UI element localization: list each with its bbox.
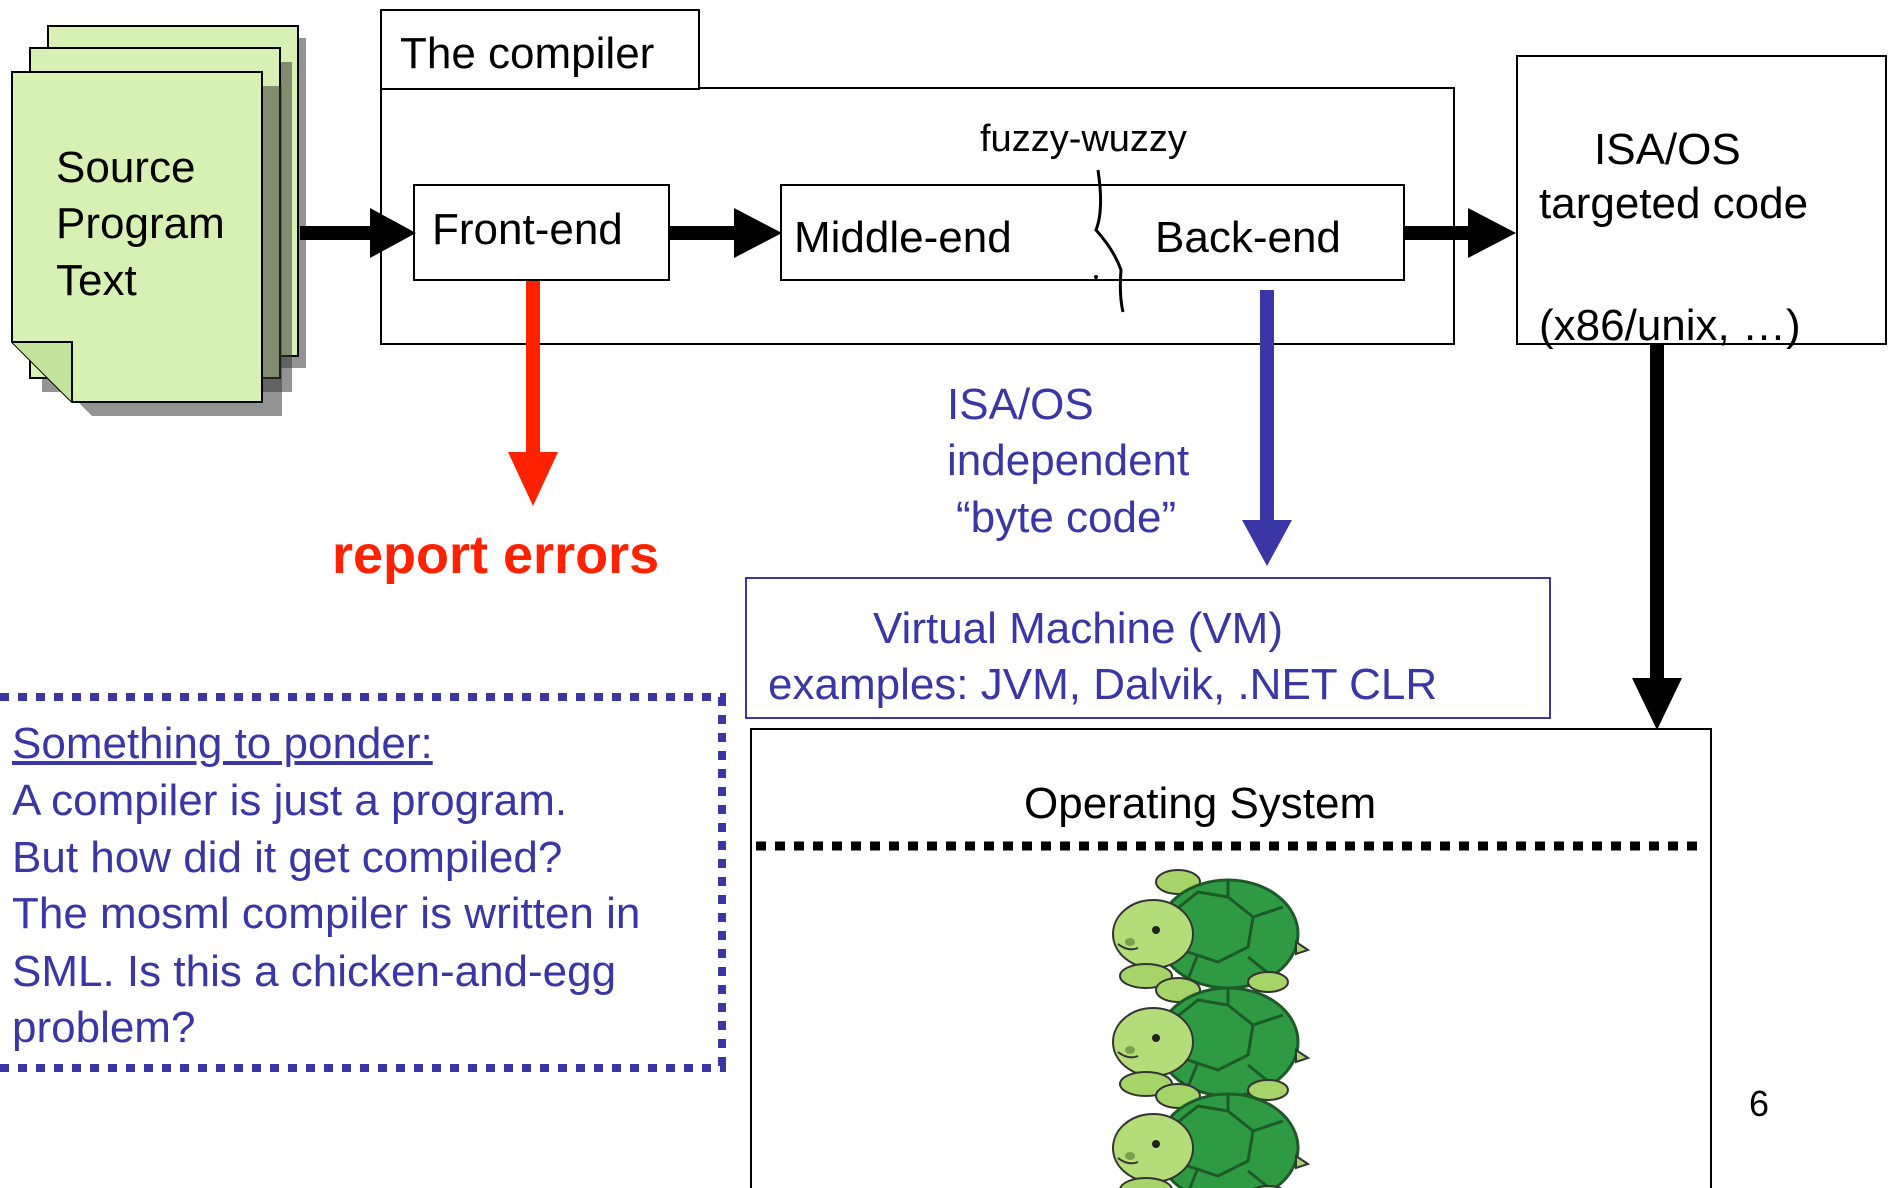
middle-end-label: Middle-end	[794, 213, 1012, 262]
back-end-label: Back-end	[1155, 213, 1341, 262]
source-pages-icon	[11, 25, 306, 416]
fuzzy-wuzzy-label: fuzzy-wuzzy	[980, 118, 1187, 160]
arrow-front-to-middle	[670, 208, 782, 258]
bytecode-line-1: ISA/OS	[947, 380, 1094, 429]
source-line-2: Program	[56, 199, 225, 248]
compiler-title: The compiler	[400, 29, 655, 78]
targeted-line-1: ISA/OS	[1594, 125, 1741, 174]
arrow-source-to-front-end	[300, 208, 416, 258]
report-errors-label: report errors	[332, 525, 660, 585]
middle-back-end-box	[780, 184, 1405, 281]
bytecode-arrow	[1242, 290, 1292, 566]
ponder-line-1: A compiler is just a program.	[12, 776, 568, 825]
vm-examples: examples: JVM, Dalvik, .NET CLR	[768, 660, 1438, 709]
targeted-line-3: (x86/unix, …)	[1539, 301, 1801, 350]
source-line-3: Text	[56, 256, 137, 305]
os-label: Operating System	[1024, 779, 1377, 828]
page-number: 6	[1749, 1083, 1770, 1124]
ponder-line-3: The mosml compiler is written in	[12, 889, 641, 938]
compiler-title-tab	[380, 9, 700, 90]
front-end-box	[413, 184, 670, 281]
bytecode-line-3: “byte code”	[956, 493, 1177, 542]
arrow-back-to-targeted	[1405, 208, 1516, 258]
targeted-to-os-arrow	[1632, 344, 1682, 730]
ponder-line-4: SML. Is this a chicken-and-egg	[12, 947, 617, 996]
vm-box	[745, 577, 1551, 719]
ponder-line-5: problem?	[12, 1003, 196, 1052]
vm-title: Virtual Machine (VM)	[873, 604, 1283, 653]
error-arrow	[508, 281, 558, 506]
ponder-heading: Something to ponder:	[12, 719, 433, 768]
front-end-label: Front-end	[432, 205, 623, 254]
source-line-1: Source	[56, 143, 196, 192]
fuzzy-divider	[1094, 169, 1125, 313]
ponder-line-2: But how did it get compiled?	[12, 833, 563, 882]
targeted-code-box	[1516, 55, 1887, 345]
targeted-line-2: targeted code	[1539, 179, 1809, 228]
bytecode-line-2: independent	[947, 436, 1190, 485]
ponder-box	[0, 693, 726, 1072]
